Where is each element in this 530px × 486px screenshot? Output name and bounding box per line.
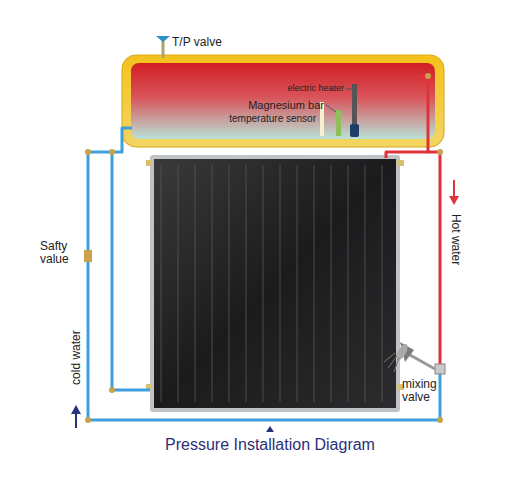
part-label: Magnesium bar xyxy=(248,99,324,111)
flow-label: cold water xyxy=(69,331,82,386)
valve-label: T/P valve xyxy=(172,36,222,49)
valve-label: Safty value xyxy=(40,240,82,266)
diagram-caption: Pressure Installation Diagram xyxy=(165,436,375,454)
valve-label: mixing valve xyxy=(402,378,446,404)
part-label: electric heater xyxy=(287,84,344,94)
flow-label: Hot water xyxy=(449,214,462,265)
part-label: temperature sensor xyxy=(229,113,316,124)
